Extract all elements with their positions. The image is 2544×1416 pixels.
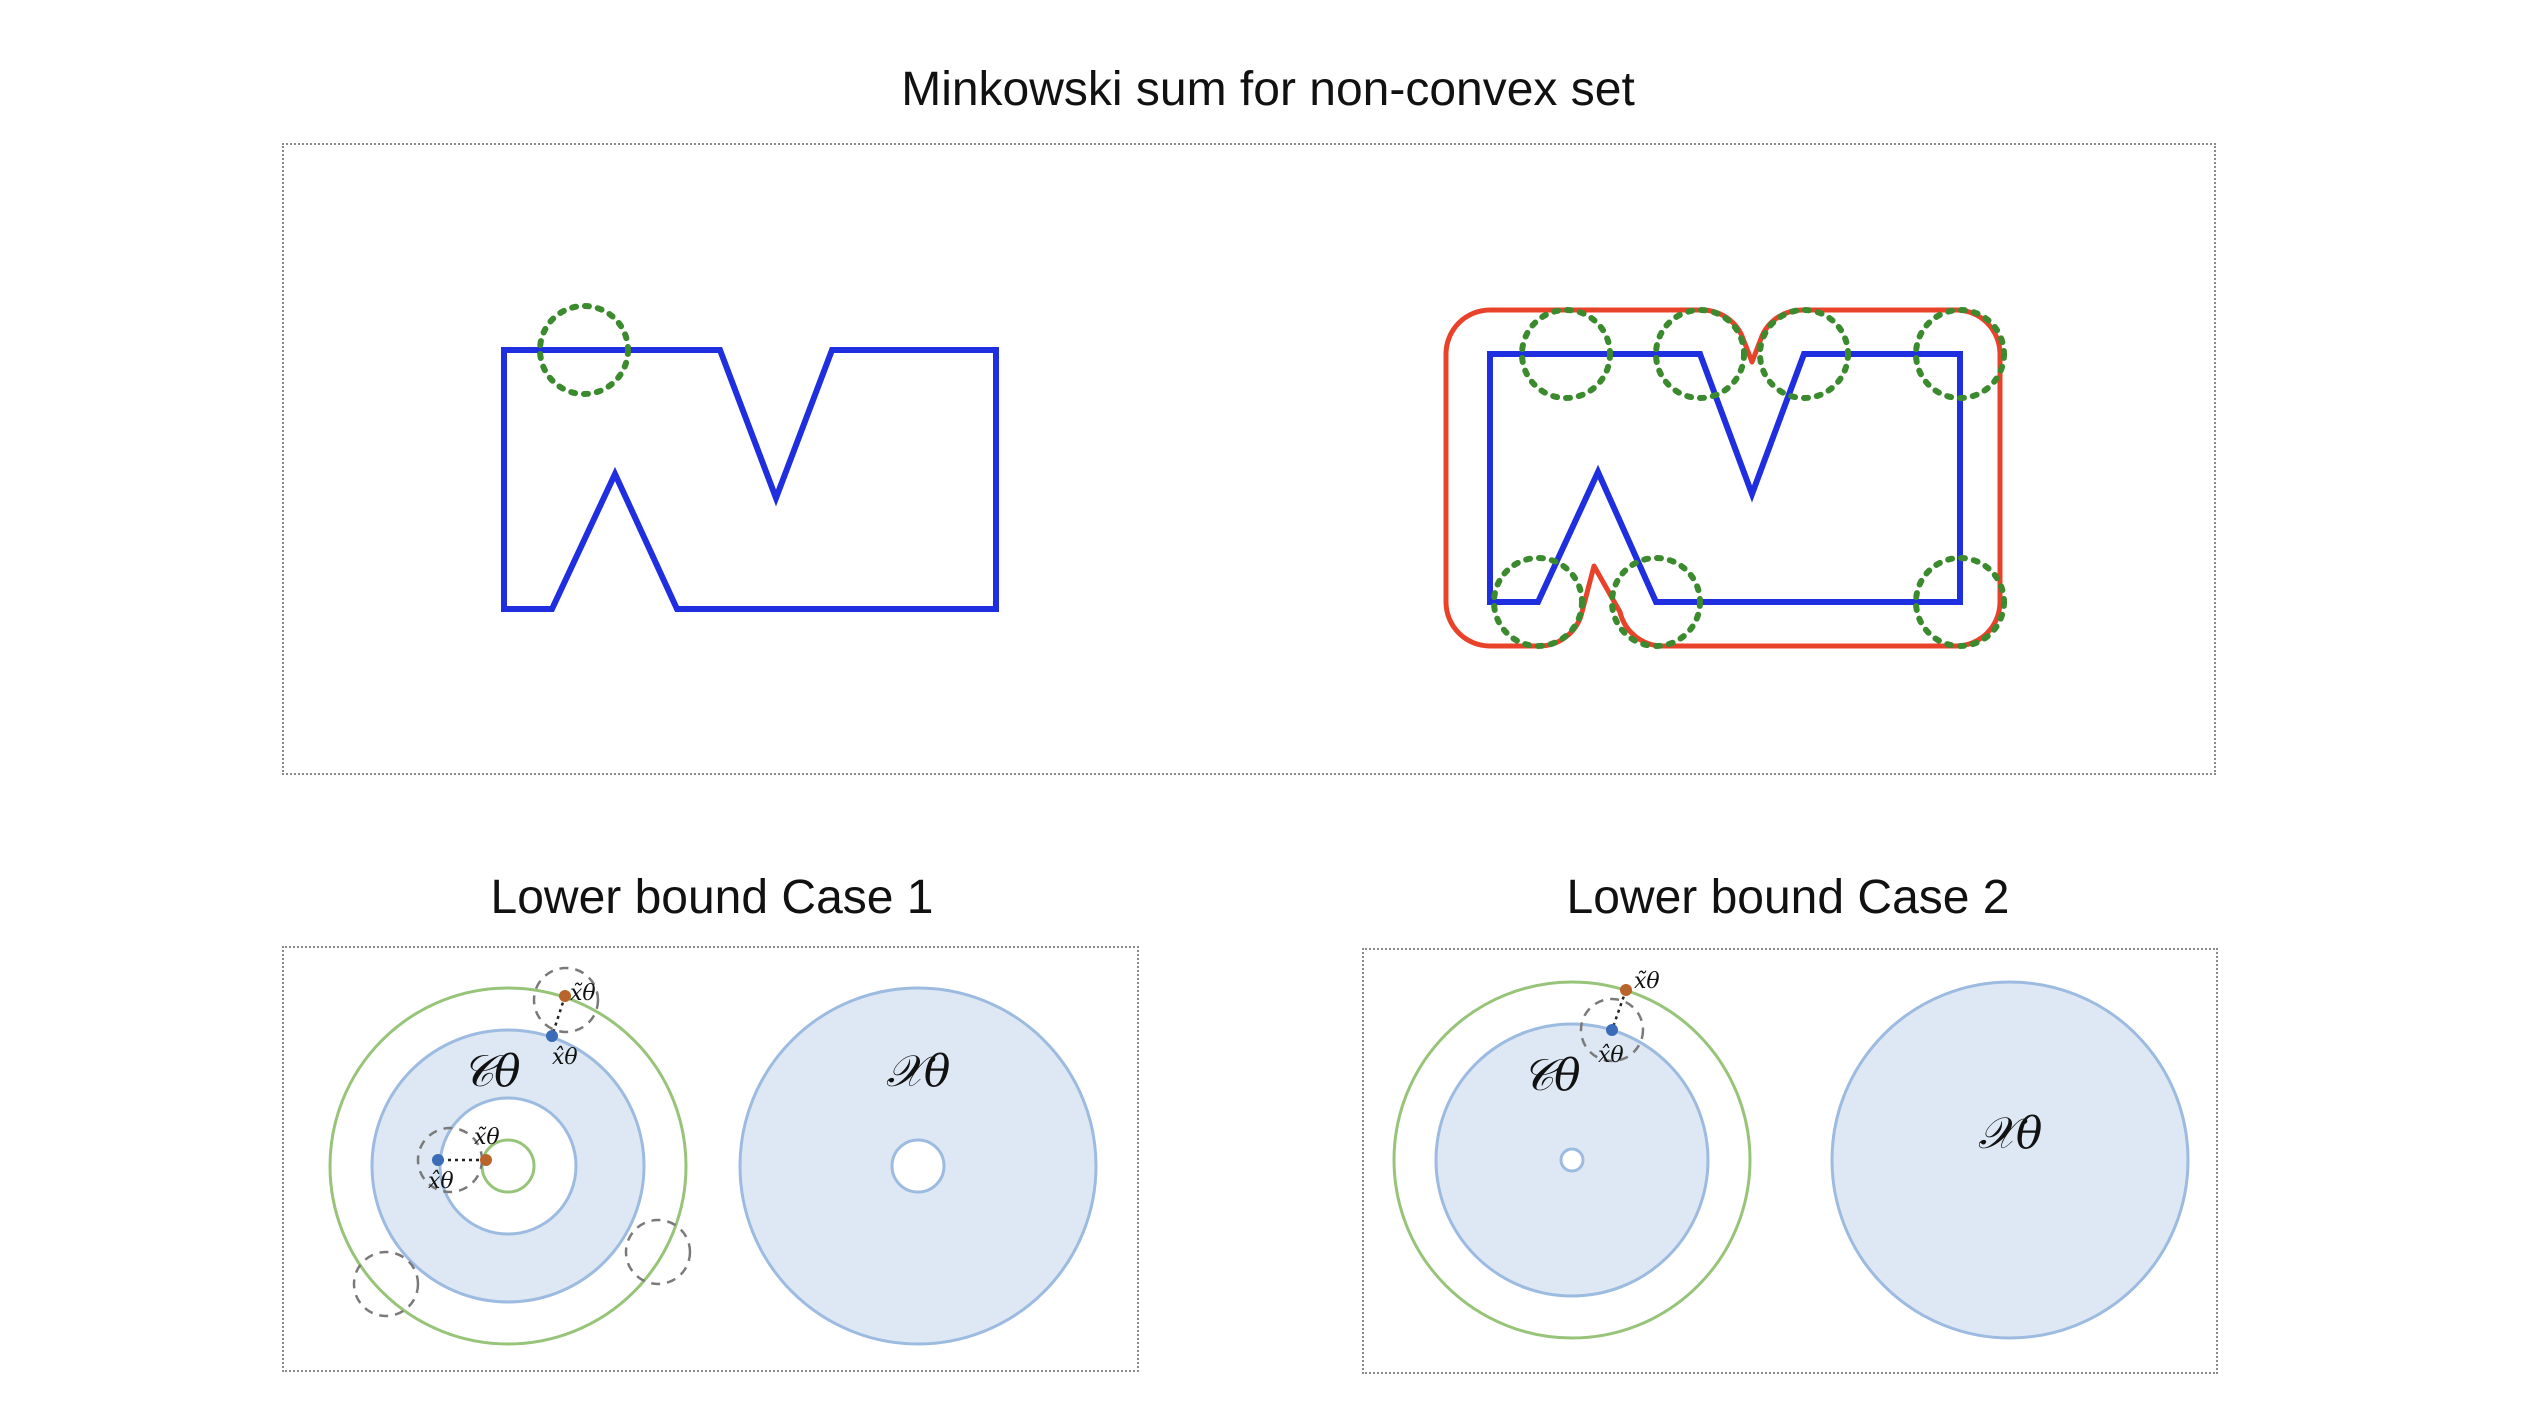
case1-diagram: x̃θ x̂θ x̃θ x̂θ 𝒞θ 𝒳θ [328,966,1098,1346]
minkowski-sum [1443,307,2007,649]
x-theta-label: 𝒳θ [1978,1108,2042,1159]
case2-panel [1362,948,2218,1374]
x-theta-label: 𝒳θ [886,1046,950,1097]
point-tilde [1620,984,1632,996]
dashed-circle [1579,997,1645,1063]
outer-ring [328,986,688,1346]
top-title: Minkowski sum for non-convex set [901,63,1635,116]
x-hat-label: x̂θ [552,1045,578,1070]
c-theta-hole [438,1096,578,1236]
case2-title: Lower bound Case 2 [1566,871,2010,924]
probe-circle [1609,555,1703,649]
inner-polygon [1487,351,1963,605]
original-set [501,303,999,612]
outer-ring [1392,980,1752,1340]
probe-circle [1653,307,1747,401]
minkowski-outline [1443,307,2003,649]
point-tilde [559,990,571,1002]
x-theta-hole [890,1138,946,1194]
point-hat [546,1030,558,1042]
dashed-circle [352,1250,420,1318]
probe-circle [1519,307,1613,401]
probe-circle [1913,307,2007,401]
nonconvex-polygon [501,347,999,612]
distance-line [550,995,567,1037]
x-tilde-label: x̃θ [1634,969,1660,994]
dashed-circle [624,1218,692,1286]
x-theta-set [1830,980,2190,1340]
x-hat-label: x̂θ [428,1169,454,1194]
probe-circle [1913,555,2007,649]
x-tilde-label: x̃θ [570,981,596,1006]
point-hat [1606,1024,1618,1036]
dashed-circle [532,966,600,1034]
c-theta-label: 𝒞θ [1522,1050,1581,1101]
case1-title: Lower bound Case 1 [490,871,934,924]
probe-circle [1757,307,1851,401]
x-hat-label: x̂θ [1598,1043,1624,1068]
case1-panel [282,946,1139,1372]
probe-circle [1491,555,1585,649]
case2-diagram: x̃θ x̂θ 𝒞θ 𝒳θ [1392,969,2190,1340]
c-theta-hole [1559,1147,1585,1173]
x-tilde-label: x̃θ [474,1125,500,1150]
point-hat [432,1154,444,1166]
probe-circle [537,303,631,397]
point-tilde [480,1154,492,1166]
minkowski-panel [282,143,2216,775]
distance-line [1610,989,1628,1031]
c-theta-label: 𝒞θ [462,1046,521,1097]
